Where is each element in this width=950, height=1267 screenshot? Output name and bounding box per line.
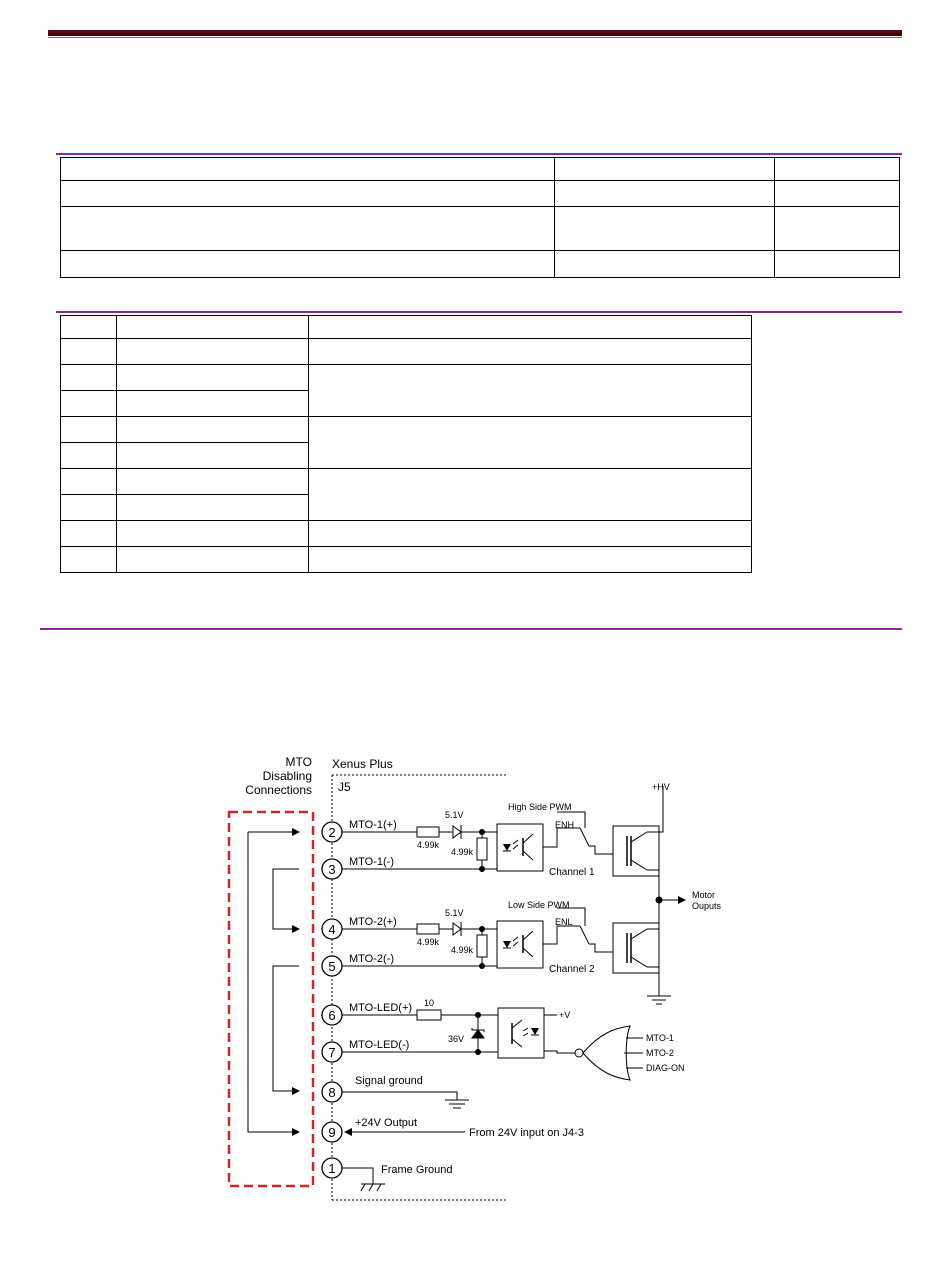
opto-1-led (503, 844, 511, 851)
table-row (60, 416, 752, 469)
pin-name: MTO-1(-) (349, 856, 394, 868)
table-row (60, 546, 752, 573)
zener-1-label: 5.1V (445, 810, 464, 820)
pin-number: 3 (328, 862, 335, 877)
high-side-label: High Side PWM (508, 802, 572, 812)
low-side-label: Low Side PWM (508, 900, 570, 910)
resistor-series-2-label: 4.99k (417, 937, 440, 947)
channel-2-label: Channel 2 (549, 964, 595, 975)
nor-gate-bubble (574, 1048, 584, 1058)
header-rule-shadow (48, 37, 902, 38)
table-row (60, 520, 752, 547)
junction-dot (475, 1012, 481, 1018)
channel-1-label: Channel 1 (549, 867, 595, 878)
pin-number: 1 (328, 1161, 335, 1176)
enh-label: ENH (555, 820, 574, 830)
mto-wiring-diagram: MTO Disabling Connections Xenus Plus J5 … (227, 755, 722, 1201)
table-row (60, 315, 752, 339)
igbt-2 (612, 922, 660, 974)
signal-ground-wire (342, 1091, 458, 1100)
gate-input-label: DIAG-ON (646, 1063, 685, 1073)
junction-dot (479, 963, 485, 969)
mto-label-line-2: Disabling (263, 769, 312, 783)
pin-name: Frame Ground (381, 1164, 453, 1176)
pin-name: MTO-2(-) (349, 953, 394, 965)
resistor-series-1-label: 4.99k (417, 840, 440, 850)
junction-dot (475, 1049, 481, 1055)
junction-dot (479, 926, 485, 932)
section-rule-1 (56, 153, 902, 155)
section-rule-3 (40, 628, 902, 630)
mto-label-line-3: Connections (245, 783, 312, 797)
table-row (60, 468, 752, 521)
resistor-shunt-1-label: 4.99k (451, 847, 474, 857)
table-row (60, 494, 752, 521)
product-name: Xenus Plus (332, 757, 393, 771)
resistor-shunt-2-label: 4.99k (451, 945, 474, 955)
mto-led-circuit (342, 1009, 498, 1053)
table-row (60, 157, 900, 181)
pin-table (60, 315, 752, 573)
resistor-led-label: 10 (424, 998, 434, 1008)
table-row (60, 250, 900, 278)
table-row (60, 364, 752, 417)
motor-outputs-line-2: Ouputs (692, 901, 722, 911)
hv-label: +HV (652, 782, 670, 792)
pin-circles (321, 821, 343, 1179)
igbt-1 (612, 825, 660, 877)
optocoupler-3 (497, 1007, 545, 1059)
pin-number: 4 (328, 922, 335, 937)
connector-label: J5 (338, 780, 351, 794)
optocoupler-1 (496, 823, 544, 872)
pin-number: 9 (328, 1125, 335, 1140)
gate-input-label: MTO-2 (646, 1048, 674, 1058)
table-row (60, 338, 752, 365)
enl-label: ENL (555, 917, 573, 927)
pin-name: Signal ground (355, 1075, 423, 1087)
pin-name: MTO-1(+) (349, 819, 397, 831)
nor-gate (582, 1025, 631, 1081)
pin-name: MTO-2(+) (349, 916, 397, 928)
table-row (60, 180, 900, 207)
zener-2-label: 5.1V (445, 908, 464, 918)
jumper-wires (247, 828, 300, 1136)
pin-name: +24V Output (355, 1117, 417, 1129)
junction-dot (479, 829, 485, 835)
pin-name: MTO-LED(+) (349, 1002, 412, 1014)
pin-number: 6 (328, 1008, 335, 1023)
from-24v-label: From 24V input on J4-3 (469, 1127, 584, 1139)
pin-name: MTO-LED(-) (349, 1039, 409, 1051)
zener-led-label: 36V (448, 1034, 464, 1044)
table-row (60, 206, 900, 251)
pin-number: 5 (328, 959, 335, 974)
frame-ground-wire (342, 1167, 374, 1184)
motor-outputs-line-1: Motor (692, 890, 715, 900)
junction-dot (479, 866, 485, 872)
optocoupler-2 (496, 920, 544, 969)
section-rule-2 (56, 311, 902, 313)
plus-v-label: +V (559, 1010, 570, 1020)
gate-input-label: MTO-1 (646, 1033, 674, 1043)
pin-number: 2 (328, 825, 335, 840)
mto-label-line-1: MTO (286, 755, 312, 769)
spec-table (60, 157, 900, 278)
mto-jumper-box (227, 810, 315, 1188)
header-rule (48, 30, 902, 36)
pin-number: 8 (328, 1085, 335, 1100)
pin-number: 7 (328, 1045, 335, 1060)
